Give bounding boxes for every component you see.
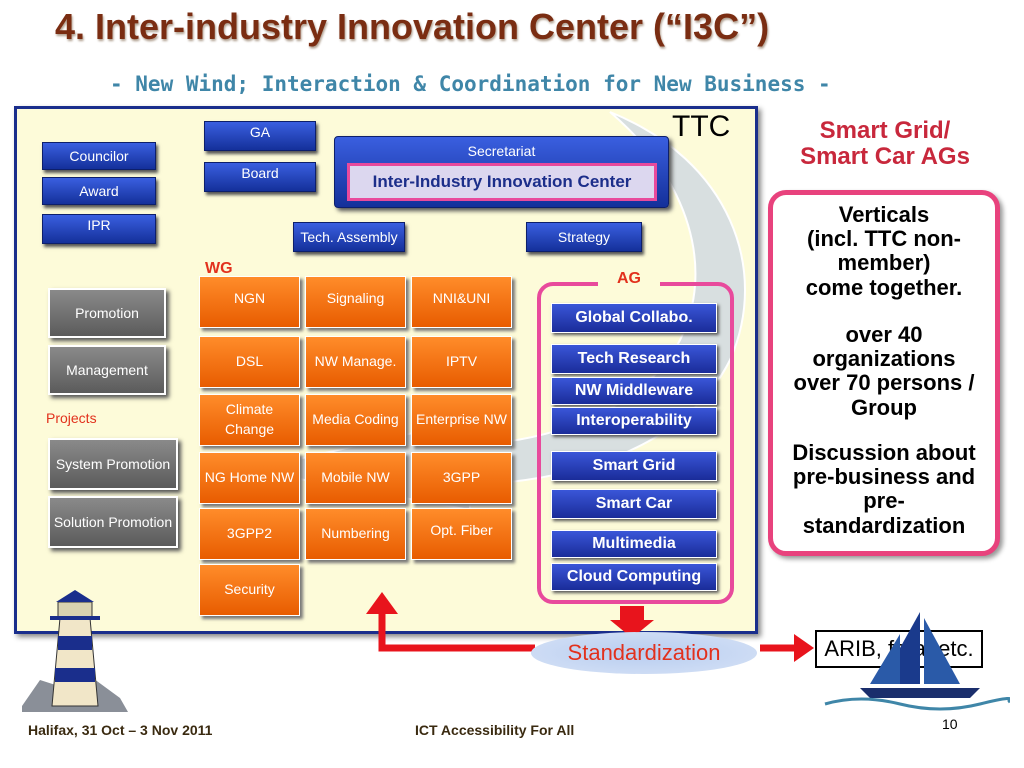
wg-ngn[interactable]: NGN <box>199 276 300 328</box>
smart-ag-heading: Smart Grid/ Smart Car AGs <box>770 117 1000 171</box>
wg-mobile-nw[interactable]: Mobile NW <box>305 452 406 504</box>
management-box[interactable]: Management <box>48 345 166 395</box>
wg-3gpp[interactable]: 3GPP <box>411 452 512 504</box>
wg-label: WG <box>205 260 233 277</box>
i3c-center-label: Inter-Industry Innovation Center <box>372 172 632 191</box>
ag-nw-middleware[interactable]: NW Middleware <box>551 377 717 405</box>
ag-tech-research[interactable]: Tech Research <box>551 344 717 374</box>
promotion-box[interactable]: Promotion <box>48 288 166 338</box>
ag-cloud-computing[interactable]: Cloud Computing <box>551 563 717 591</box>
verticals-text: Verticals (incl. TTC non- member) come t… <box>773 202 995 300</box>
wg-iptv[interactable]: IPTV <box>411 336 512 388</box>
wg-3gpp2[interactable]: 3GPP2 <box>199 508 300 560</box>
wg-security[interactable]: Security <box>199 564 300 616</box>
wg-nni-uni[interactable]: NNI&UNI <box>411 276 512 328</box>
board-box[interactable]: Board <box>204 162 316 192</box>
wg-signaling[interactable]: Signaling <box>305 276 406 328</box>
discussion-line: pre- <box>863 488 905 514</box>
verticals-line: member) <box>837 250 931 276</box>
standardization-ellipse[interactable]: Standardization <box>531 632 757 674</box>
system-promotion-box[interactable]: System Promotion <box>48 438 178 490</box>
ag-interoperability[interactable]: Interoperability <box>551 407 717 435</box>
secretariat-label: Secretariat <box>467 143 536 159</box>
discussion-text: Discussion about pre-business and pre- s… <box>773 440 995 538</box>
smart-ag-heading-line2: Smart Car AGs <box>800 143 970 171</box>
slide-subtitle: - New Wind; Interaction & Coordination f… <box>110 72 831 96</box>
wg-climate-change-line1: Climate <box>225 401 274 418</box>
ipr-box[interactable]: IPR <box>42 214 156 244</box>
wg-media-coding[interactable]: Media Coding <box>305 394 406 446</box>
discussion-line: pre-business and <box>792 464 976 490</box>
ga-box[interactable]: GA <box>204 121 316 151</box>
verticals-line: Verticals <box>838 202 930 227</box>
sailing-ship-icon <box>824 612 1010 711</box>
wg-ng-home-nw[interactable]: NG Home NW <box>199 452 300 504</box>
discussion-line: standardization <box>802 512 966 538</box>
councilor-box[interactable]: Councilor <box>42 142 156 170</box>
discussion-line: Discussion about <box>792 440 976 465</box>
standardization-arrows <box>366 592 814 662</box>
ag-global-collabo[interactable]: Global Collabo. <box>551 303 717 333</box>
footer-location: Halifax, 31 Oct – 3 Nov 2011 <box>28 722 213 738</box>
lighthouse-icon <box>22 590 128 712</box>
standardization-label: Standardization <box>567 640 721 665</box>
footer-center: ICT Accessibility For All <box>415 722 575 738</box>
ag-multimedia[interactable]: Multimedia <box>551 530 717 558</box>
ag-smart-car[interactable]: Smart Car <box>551 489 717 519</box>
solution-promotion-box[interactable]: Solution Promotion <box>48 496 178 548</box>
ttc-label: TTC <box>672 110 731 143</box>
organizations-line: Group <box>851 394 917 420</box>
smart-ag-heading-line1: Smart Grid/ <box>819 117 951 144</box>
wg-climate-change-line2: Change <box>224 421 275 437</box>
slide-title: 4. Inter-industry Innovation Center (“I3… <box>55 6 770 47</box>
verticals-line: come together. <box>805 274 963 300</box>
ag-label: AG <box>598 270 660 288</box>
wg-enterprise-nw[interactable]: Enterprise NW <box>411 394 512 446</box>
i3c-center-box[interactable]: Inter-Industry Innovation Center <box>347 163 657 201</box>
organizations-line: over 40 <box>845 322 923 347</box>
wg-nw-manage[interactable]: NW Manage. <box>305 336 406 388</box>
wg-climate-change[interactable]: Climate Change <box>199 394 300 446</box>
ag-smart-grid[interactable]: Smart Grid <box>551 451 717 481</box>
smart-ag-description-box: Verticals (incl. TTC non- member) come t… <box>768 190 1000 556</box>
wg-dsl[interactable]: DSL <box>199 336 300 388</box>
projects-label: Projects <box>46 410 97 426</box>
verticals-line: (incl. TTC non- <box>807 226 961 252</box>
strategy-box[interactable]: Strategy <box>526 222 642 252</box>
page-number: 10 <box>942 716 958 732</box>
award-box[interactable]: Award <box>42 177 156 205</box>
wg-numbering[interactable]: Numbering <box>305 508 406 560</box>
organizations-text: over 40 organizations over 70 persons / … <box>773 322 995 420</box>
wg-opt-fiber[interactable]: Opt. Fiber <box>411 508 512 560</box>
organizations-line: over 70 persons / <box>793 370 975 396</box>
tech-assembly-box[interactable]: Tech. Assembly <box>293 222 405 252</box>
organizations-line: organizations <box>812 346 956 372</box>
secretariat-box[interactable]: Secretariat Inter-Industry Innovation Ce… <box>334 136 669 208</box>
